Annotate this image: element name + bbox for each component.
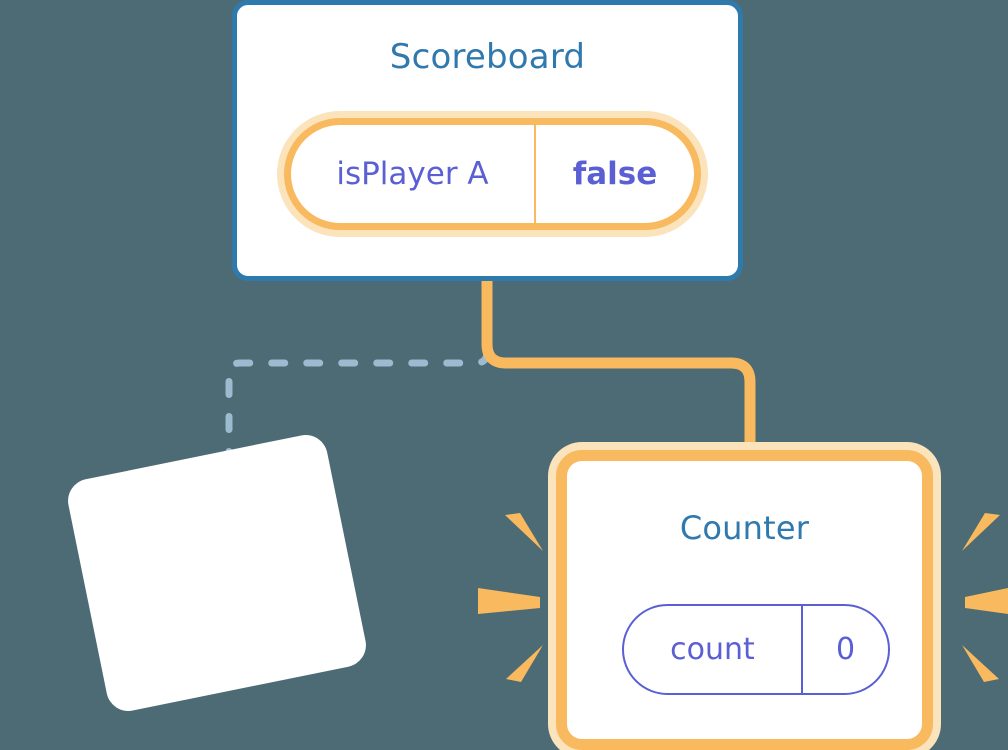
scoreboard-title: Scoreboard xyxy=(389,37,586,77)
solid-connector-line xyxy=(481,277,756,460)
counter-state-value: 0 xyxy=(801,606,888,693)
scoreboard-state-pill[interactable]: isPlayer A false xyxy=(284,118,701,230)
counter-card[interactable]: Counter count 0 xyxy=(556,450,933,750)
counter-state-key: count xyxy=(670,632,755,667)
burst-rays-right xyxy=(962,513,1008,682)
scoreboard-state-value: false xyxy=(534,125,694,223)
scoreboard-state-key: isPlayer A xyxy=(336,156,489,192)
counter-title: Counter xyxy=(679,509,810,547)
counter-state-pill[interactable]: count 0 xyxy=(622,604,890,695)
scoreboard-card[interactable]: Scoreboard isPlayer A false xyxy=(232,0,743,281)
burst-rays-left xyxy=(478,513,543,682)
